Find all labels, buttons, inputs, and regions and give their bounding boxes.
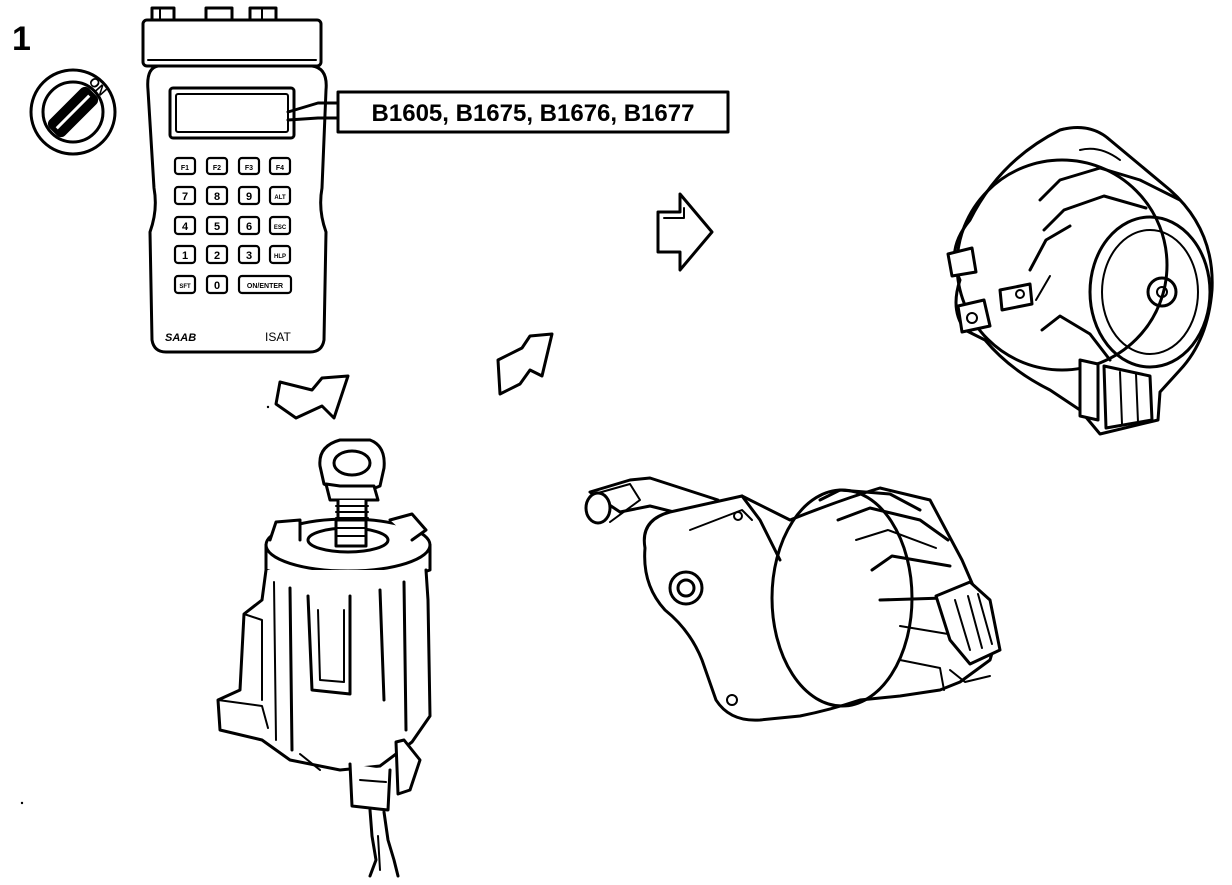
key-row-1: F1 F2 F3 F4	[173, 156, 292, 176]
arrow-to-ignition-module	[656, 192, 714, 272]
key-row-3: 4 5 6 ESC	[173, 215, 292, 236]
key-label: 8	[214, 191, 220, 203]
ignition-on-icon: ON	[29, 68, 117, 156]
key-label: F4	[276, 165, 284, 172]
ignition-switch-lock	[216, 438, 432, 878]
arrow-to-lock-motor	[496, 332, 554, 396]
key-label: SFT	[179, 284, 191, 290]
tester-brand: SAAB	[165, 332, 196, 344]
key-row-4: 1 2 3 HLP	[173, 244, 292, 265]
dtc-codes: B1605, B1675, B1676, B1677	[372, 100, 695, 127]
tester-model: ISAT	[265, 330, 291, 344]
key-label: 1	[182, 250, 188, 262]
key-row-2: 7 8 9 ALT	[173, 185, 292, 206]
key-label: ESC	[274, 225, 287, 231]
key-label: 4	[182, 221, 189, 233]
isat-tester: F1 F2 F3 F4 7 8 9 ALT 4	[141, 6, 328, 354]
key-label: 3	[246, 250, 252, 262]
dtc-callout: B1605, B1675, B1676, B1677	[286, 90, 730, 134]
keypad: F1 F2 F3 F4 7 8 9 ALT 4	[173, 156, 293, 295]
arrow-to-ignition-switch	[274, 374, 350, 420]
key-label: ALT	[274, 195, 286, 201]
key-label: 7	[182, 191, 188, 203]
key-label: F1	[181, 165, 189, 172]
key-label: F3	[245, 165, 253, 172]
key-label: 0	[214, 280, 220, 292]
key-label: HLP	[274, 254, 286, 260]
key-label: 6	[246, 221, 252, 233]
ignition-switch-module	[946, 126, 1214, 436]
key-label: ON/ENTER	[247, 283, 283, 290]
key-label: 9	[246, 191, 252, 203]
key-label: F2	[213, 165, 221, 172]
key-label: 2	[214, 250, 220, 262]
step-number: 1	[12, 20, 31, 58]
steering-lock-motor	[584, 476, 1002, 722]
key-row-5: SFT 0 ON/ENTER	[173, 274, 293, 295]
key-label: 5	[214, 221, 220, 233]
